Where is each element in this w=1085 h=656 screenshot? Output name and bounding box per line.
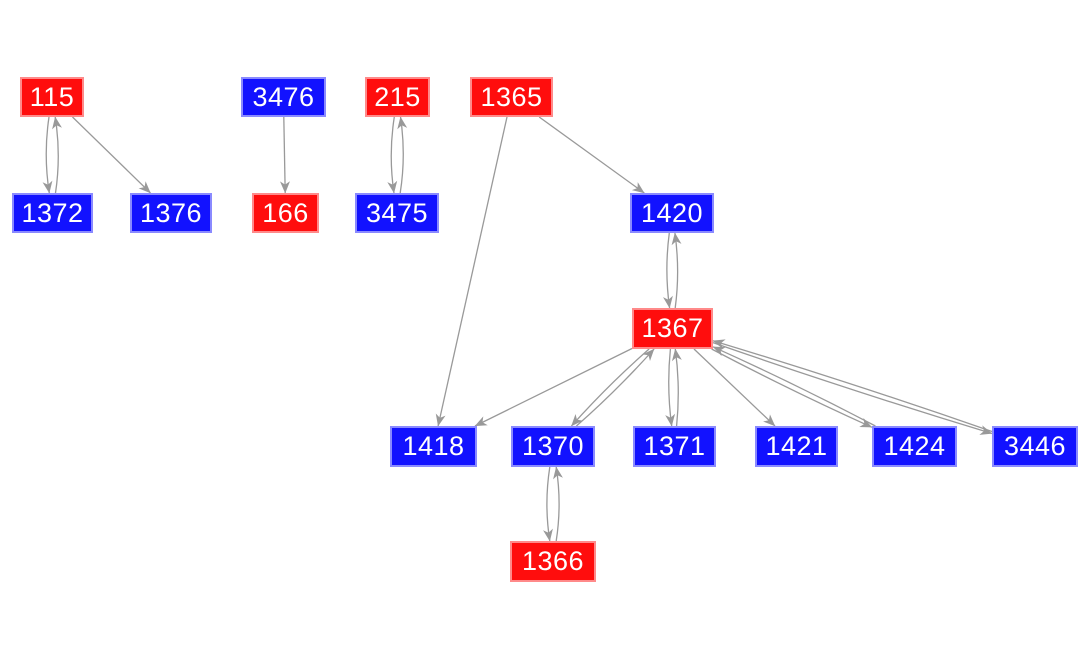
edge-group: [42, 116, 993, 542]
edge-3475-to-215: [397, 116, 408, 194]
graph-node-1372: 1372: [12, 193, 93, 233]
edge-1370-to-1367: [575, 348, 655, 427]
edge-3476-to-166: [280, 116, 290, 194]
graph-node-1365: 1365: [470, 77, 553, 117]
graph-node-1424: 1424: [872, 426, 957, 467]
graph-node-166: 166: [252, 193, 319, 233]
graph-node-3446: 3446: [992, 426, 1078, 467]
edge-1365-to-1418: [435, 116, 508, 427]
edge-1420-to-1367: [663, 232, 673, 309]
graph-node-1418: 1418: [390, 426, 477, 467]
graph-node-215: 215: [365, 77, 430, 117]
edge-1367-to-1420: [671, 232, 682, 309]
graph-node-1420: 1420: [630, 193, 714, 233]
graph-node-1366: 1366: [510, 541, 596, 582]
graph-node-1370: 1370: [511, 426, 595, 467]
edge-3446-to-1367: [712, 339, 993, 433]
edge-1372-to-115: [52, 116, 62, 194]
edge-1367-to-1424: [711, 348, 873, 428]
edge-1367-to-1371: [665, 348, 676, 427]
edge-1367-to-1421: [693, 348, 776, 427]
graph-node-115: 115: [20, 77, 84, 117]
edge-1371-to-1367: [671, 348, 682, 427]
graph-node-1367: 1367: [632, 308, 713, 349]
edge-1367-to-3446: [712, 341, 993, 435]
edge-115-to-1372: [42, 116, 53, 194]
edge-1424-to-1367: [712, 346, 876, 427]
edge-215-to-3475: [387, 116, 398, 194]
edge-115-to-1376: [72, 116, 151, 194]
graph-node-3475: 3475: [355, 193, 439, 233]
edge-1370-to-1366: [543, 466, 553, 542]
edge-1365-to-1420: [538, 116, 645, 194]
edge-1367-to-1418: [474, 347, 633, 427]
edge-1366-to-1370: [553, 466, 563, 542]
graph-node-1371: 1371: [633, 426, 716, 467]
edge-1367-to-1370: [570, 348, 650, 427]
graph-node-1421: 1421: [755, 426, 838, 467]
graph-node-3476: 3476: [241, 77, 326, 117]
graph-node-1376: 1376: [130, 193, 212, 233]
